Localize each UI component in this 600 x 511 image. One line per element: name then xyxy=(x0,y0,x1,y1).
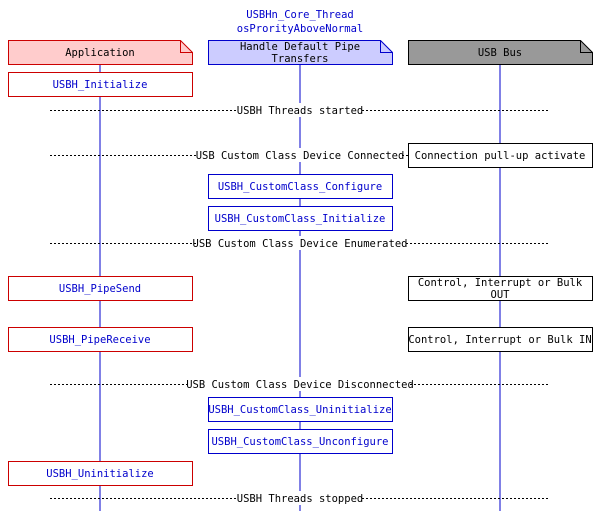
call-label-usbh-uninitialize: USBH_Uninitialize xyxy=(46,468,153,480)
event-label-device-enumerated: USB Custom Class Device Enumerated xyxy=(193,238,408,250)
event-divider-device-disconnected: USB Custom Class Device Disconnected xyxy=(50,377,550,391)
lane-header-application: Application xyxy=(8,40,193,65)
event-label-device-disconnected: USB Custom Class Device Disconnected xyxy=(186,379,414,391)
call-label-pipe-receive: USBH_PipeReceive xyxy=(49,334,150,346)
lane-title-pipe-line2: Transfers xyxy=(272,53,329,65)
event-divider-threads-stopped: USBH Threads stopped xyxy=(50,491,550,505)
call-box-pipe-receive: USBH_PipeReceive xyxy=(8,327,193,352)
event-label-device-connected: USB Custom Class Device Connected xyxy=(196,150,405,162)
thread-priority-label: osProrityAboveNormal xyxy=(237,23,363,35)
lane-title-pipe-line1: Handle Default Pipe xyxy=(240,41,360,53)
bus-note-pullup: Connection pull-up activate xyxy=(408,143,593,168)
call-label-custom-class-initialize: USBH_CustomClass_Initialize xyxy=(215,213,386,225)
call-box-usbh-uninitialize: USBH_Uninitialize xyxy=(8,461,193,486)
bus-note-send-out: Control, Interrupt or Bulk OUT xyxy=(408,276,593,301)
event-label-threads-started: USBH Threads started xyxy=(237,105,363,117)
event-divider-device-connected: USB Custom Class Device Connected xyxy=(50,148,408,162)
bus-note-send-out-line2: OUT xyxy=(491,289,511,301)
bus-note-receive-in: Control, Interrupt or Bulk IN xyxy=(408,327,593,352)
call-box-custom-class-uninitialize: USBH_CustomClass_Uninitialize xyxy=(208,397,393,422)
call-label-custom-class-unconfigure: USBH_CustomClass_Unconfigure xyxy=(211,436,388,448)
call-box-pipe-send: USBH_PipeSend xyxy=(8,276,193,301)
event-divider-threads-started: USBH Threads started xyxy=(50,103,550,117)
lane-title-usb-bus: USB Bus xyxy=(478,47,522,59)
bus-note-pullup-label: Connection pull-up activate xyxy=(415,150,586,162)
event-label-threads-stopped: USBH Threads stopped xyxy=(237,493,363,505)
call-label-pipe-send: USBH_PipeSend xyxy=(59,283,141,295)
call-label-usbh-initialize: USBH_Initialize xyxy=(53,79,148,91)
lane-header-usb-bus: USB Bus xyxy=(408,40,593,65)
call-box-usbh-initialize: USBH_Initialize xyxy=(8,72,193,97)
lane-title-application: Application xyxy=(65,47,135,59)
call-label-custom-class-configure: USBH_CustomClass_Configure xyxy=(218,181,382,193)
bus-note-send-out-line1: Control, Interrupt or Bulk xyxy=(418,277,583,289)
bus-note-receive-in-label: Control, Interrupt or Bulk IN xyxy=(408,334,591,346)
call-box-custom-class-initialize: USBH_CustomClass_Initialize xyxy=(208,206,393,231)
call-box-custom-class-unconfigure: USBH_CustomClass_Unconfigure xyxy=(208,429,393,454)
thread-name-label: USBHn_Core_Thread xyxy=(246,9,353,21)
call-box-custom-class-configure: USBH_CustomClass_Configure xyxy=(208,174,393,199)
lane-header-pipe: Handle Default Pipe Transfers xyxy=(208,40,393,65)
event-divider-device-enumerated: USB Custom Class Device Enumerated xyxy=(50,236,550,250)
call-label-custom-class-uninitialize: USBH_CustomClass_Uninitialize xyxy=(208,404,391,416)
